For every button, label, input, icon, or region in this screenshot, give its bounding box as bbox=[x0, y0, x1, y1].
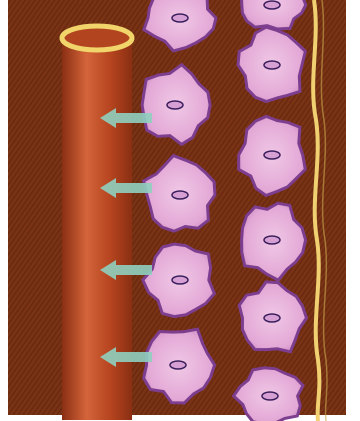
vessel-lumen-rim bbox=[62, 26, 132, 50]
cell-nucleus bbox=[264, 151, 280, 159]
cell-nucleus bbox=[167, 101, 183, 109]
cell-nucleus bbox=[264, 1, 280, 9]
cell-nucleus bbox=[170, 361, 186, 369]
cell-nucleus bbox=[172, 276, 188, 284]
cell-nucleus bbox=[264, 314, 280, 322]
cell-nucleus bbox=[262, 392, 278, 400]
cell-nucleus bbox=[172, 14, 188, 22]
cell-nucleus bbox=[172, 191, 188, 199]
cell-nucleus bbox=[264, 61, 280, 69]
cell-nucleus bbox=[264, 236, 280, 244]
